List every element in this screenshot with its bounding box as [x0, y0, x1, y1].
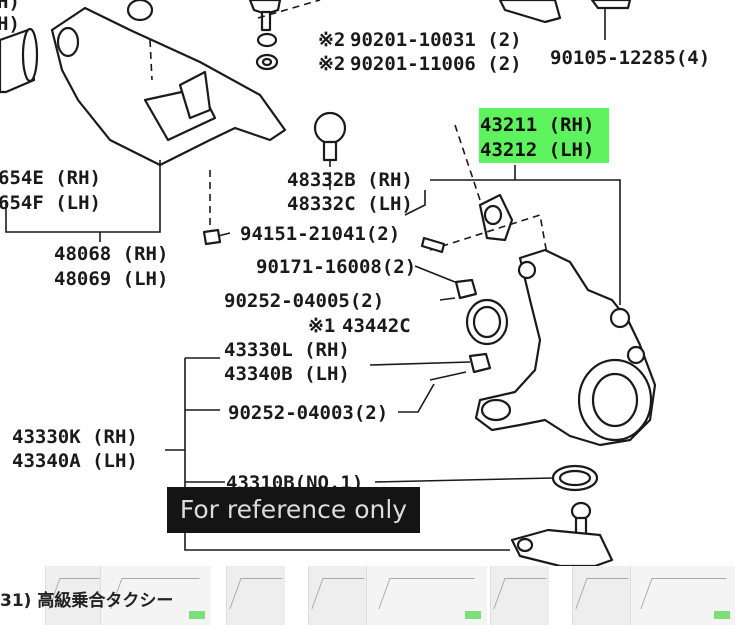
- thumbnail-2[interactable]: [100, 566, 211, 625]
- label-star2-b: ※2: [318, 53, 345, 75]
- steering-knuckle: [474, 248, 657, 447]
- label-90105-12285: 90105-12285(4): [550, 47, 710, 69]
- stud-top: [260, 10, 272, 32]
- thumbnail-strip: [0, 566, 735, 625]
- nut-43330l: [468, 352, 492, 374]
- footer-caption: 31) 高級乗合タクシー: [0, 591, 174, 611]
- label-43340b: 43340B (LH): [224, 363, 350, 385]
- tie-rod-end: [429, 124, 549, 261]
- label-90171: 90171-16008(2): [256, 256, 416, 278]
- label-43211: 43211 (RH): [480, 114, 594, 136]
- label-43330l: 43330L (RH): [224, 339, 350, 361]
- bracket-top-right: [498, 0, 562, 24]
- label-top-cut-a: H): [0, 0, 20, 13]
- label-94151: 94151-21041(2): [240, 223, 400, 245]
- reference-only-badge: For reference only: [167, 487, 420, 533]
- label-star2-a: ※2: [318, 29, 345, 51]
- bolt-90171: [420, 236, 446, 254]
- bushing: [0, 27, 39, 94]
- thumbnail-5[interactable]: [366, 566, 487, 625]
- label-43330k: 43330K (RH): [12, 426, 138, 448]
- dust-seal-43442c: [465, 298, 509, 346]
- thumbnail-3[interactable]: [226, 566, 285, 625]
- parts-diagram: H) H) ※2 90201-10031 (2) ※2 90201-11006 …: [0, 0, 710, 566]
- ball-stud-top: [248, 0, 282, 16]
- bolt-94151: [202, 228, 222, 246]
- label-star1: ※1: [308, 315, 335, 337]
- label-top-cut-b: H): [0, 13, 20, 35]
- label-43340a: 43340A (LH): [12, 450, 138, 472]
- highlight-43211-43212: [479, 108, 609, 163]
- label-43212: 43212 (LH): [480, 139, 594, 161]
- label-48068: 48068 (RH): [54, 243, 168, 265]
- nut-90252-04005: [454, 278, 478, 300]
- label-48069: 48069 (LH): [54, 268, 168, 290]
- ring-part: [126, 0, 154, 22]
- label-90252-04005: 90252-04005(2): [224, 290, 384, 312]
- thumbnail-1[interactable]: [45, 566, 101, 625]
- label-48332c: 48332C (LH): [287, 193, 413, 215]
- label-90252-04003: 90252-04003(2): [228, 402, 388, 424]
- thumbnail-6[interactable]: [490, 566, 549, 625]
- label-90201-11006: 90201-11006 (2): [350, 53, 522, 75]
- bolt-90105: [590, 0, 632, 10]
- label-654f: 654F (LH): [0, 192, 101, 214]
- label-48332b: 48332B (RH): [287, 169, 413, 191]
- nut-90201-10031: [256, 32, 278, 48]
- thumbnail-8[interactable]: [630, 566, 735, 625]
- lower-ball-joint: [510, 501, 614, 566]
- ball-joint-48332: [313, 111, 347, 162]
- label-654e: 654E (RH): [0, 167, 101, 189]
- thumbnail-7[interactable]: [572, 566, 631, 625]
- label-90201-10031: 90201-10031 (2): [350, 29, 522, 51]
- lower-control-arm: [50, 6, 287, 167]
- thumbnail-4[interactable]: [308, 566, 367, 625]
- label-43442c: 43442C: [342, 315, 411, 337]
